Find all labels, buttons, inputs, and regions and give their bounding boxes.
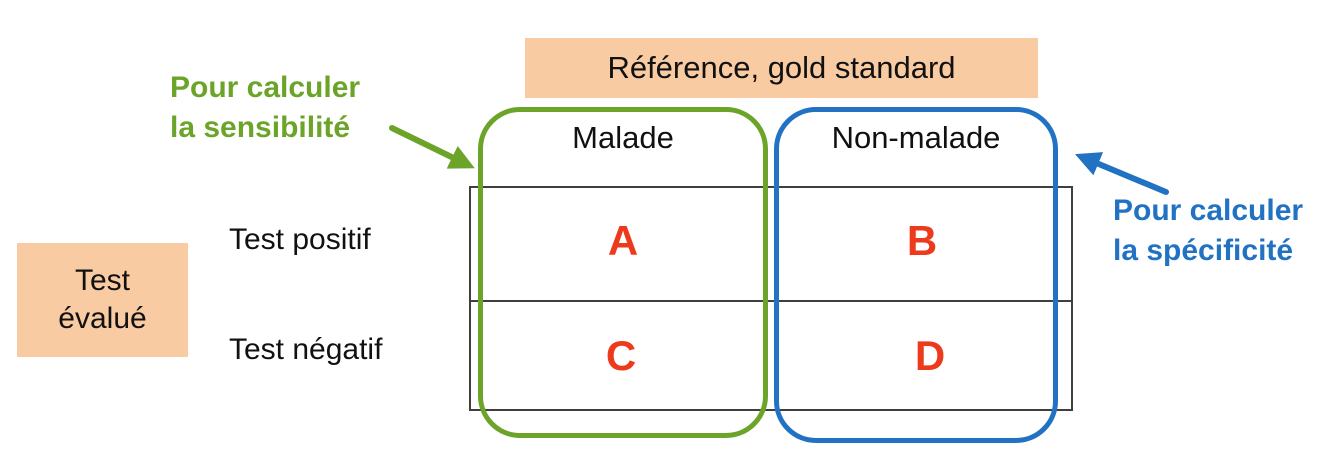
column-label-malade: Malade — [572, 120, 674, 155]
row-label-test-positif: Test positif — [229, 223, 371, 256]
row-label-test-negatif: Test négatif — [229, 333, 383, 366]
sensitivity-arrow — [389, 125, 475, 169]
specificity-annotation-line2: la spécificité — [1113, 234, 1294, 267]
test-evalue-line2: évalué — [58, 302, 147, 335]
specificity-arrow — [1075, 152, 1169, 195]
column-label-non-malade: Non-malade — [831, 120, 1001, 155]
malade-column-outline — [478, 107, 768, 438]
specificity-annotation: Pour calculer la spécificité — [1113, 191, 1303, 271]
test-evalue-box: Test évalué — [17, 243, 188, 357]
cell-d: D — [914, 332, 946, 379]
reference-gold-standard-header: Référence, gold standard — [525, 38, 1038, 98]
reference-header-label: Référence, gold standard — [607, 50, 956, 85]
cell-b: B — [906, 217, 938, 264]
sensitivity-annotation-line1: Pour calculer — [170, 71, 361, 104]
table-row-divider — [471, 300, 1071, 302]
sensitivity-annotation: Pour calculer la sensibilité — [170, 68, 360, 148]
cell-c: C — [605, 332, 637, 379]
specificity-annotation-line1: Pour calculer — [1113, 194, 1304, 227]
non-malade-column-outline — [774, 107, 1058, 443]
contingency-table — [469, 186, 1073, 411]
cell-a: A — [607, 217, 639, 264]
sensitivity-annotation-line2: la sensibilité — [170, 111, 351, 144]
test-evalue-line1: Test — [74, 264, 131, 297]
